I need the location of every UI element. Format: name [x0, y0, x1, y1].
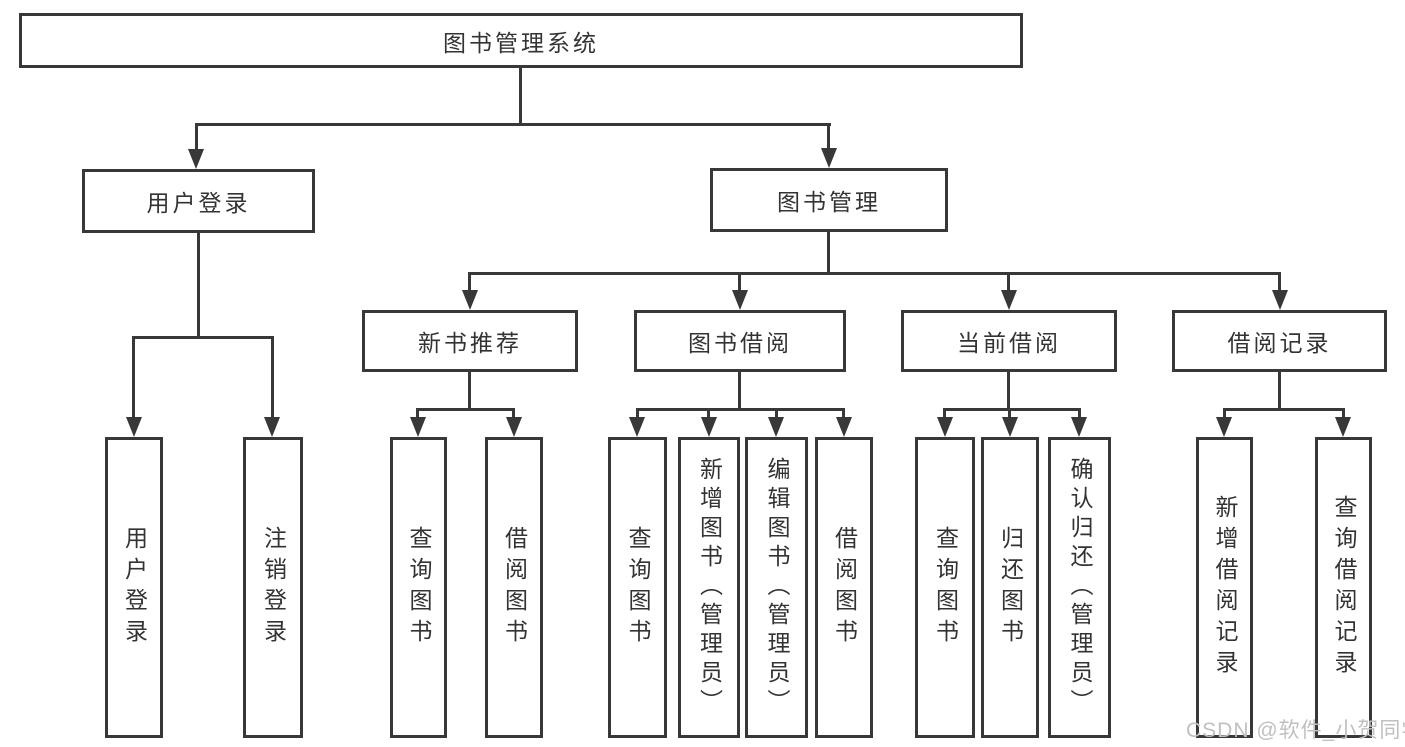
node-book-borrow: 图书借阅	[634, 310, 846, 372]
node-book-management-label: 图书管理	[777, 189, 881, 215]
connector-line	[1342, 408, 1345, 420]
arrow-down-icon	[1071, 417, 1087, 437]
connector-line	[1078, 408, 1081, 420]
arrow-down-icon	[1002, 417, 1018, 437]
node-current-borrow: 当前借阅	[901, 310, 1117, 372]
watermark: CSDN @软件_小贺同学	[1186, 719, 1405, 742]
arrow-down-icon	[1001, 290, 1017, 310]
connector-line	[271, 336, 274, 419]
arrow-down-icon	[264, 417, 280, 437]
node-user-login: 用户登录	[82, 169, 315, 233]
leaf-query-books-1-label: 查询图书	[406, 525, 432, 650]
connector-line	[943, 408, 1081, 411]
node-new-book-recommend: 新书推荐	[362, 310, 578, 372]
connector-line	[1278, 272, 1281, 292]
connector-line	[468, 272, 471, 292]
leaf-add-borrow-record: 新增借阅记录	[1196, 437, 1253, 738]
connector-line	[132, 336, 135, 419]
leaf-return-books: 归还图书	[981, 437, 1039, 738]
leaf-edit-book-admin-label: 编辑图书（管理员）	[764, 457, 790, 718]
connector-line	[827, 230, 830, 274]
leaf-return-books-label: 归还图书	[997, 525, 1024, 650]
node-new-book-recommend-label: 新书推荐	[418, 330, 522, 356]
connector-line	[738, 370, 741, 411]
leaf-query-borrow-record: 查询借阅记录	[1315, 437, 1372, 738]
arrow-down-icon	[1216, 417, 1232, 437]
connector-line	[1223, 408, 1345, 411]
arrow-down-icon	[1272, 290, 1288, 310]
node-current-borrow-label: 当前借阅	[957, 330, 1061, 356]
node-book-management: 图书管理	[710, 168, 948, 232]
arrow-down-icon	[188, 149, 204, 169]
connector-line	[1223, 408, 1226, 420]
connector-line	[707, 408, 710, 420]
connector-line	[519, 66, 522, 126]
connector-line	[943, 408, 946, 420]
leaf-query-books-2: 查询图书	[608, 437, 667, 738]
connector-line	[512, 408, 515, 420]
arrow-down-icon	[1335, 417, 1351, 437]
arrow-down-icon	[629, 417, 645, 437]
connector-line	[827, 123, 830, 151]
connector-line	[738, 272, 741, 292]
connector-line	[636, 408, 639, 420]
arrow-down-icon	[821, 148, 837, 168]
connector-line	[416, 408, 515, 411]
connector-line	[636, 408, 845, 411]
leaf-borrow-books-1-label: 借阅图书	[501, 525, 528, 650]
leaf-query-books-2-label: 查询图书	[625, 525, 651, 650]
connector-line	[775, 408, 778, 420]
leaf-logout-label: 注销登录	[260, 525, 287, 650]
arrow-down-icon	[768, 417, 784, 437]
leaf-confirm-return-admin: 确认归还（管理员）	[1048, 437, 1111, 738]
connector-line	[1007, 370, 1010, 411]
arrow-down-icon	[410, 417, 426, 437]
arrow-down-icon	[836, 417, 852, 437]
arrow-down-icon	[126, 417, 142, 437]
leaf-edit-book-admin: 编辑图书（管理员）	[745, 437, 808, 738]
leaf-add-book-admin: 新增图书（管理员）	[678, 437, 740, 738]
leaf-query-books-3-label: 查询图书	[932, 525, 959, 650]
leaf-borrow-books-2: 借阅图书	[815, 437, 873, 738]
leaf-confirm-return-admin-label: 确认归还（管理员）	[1067, 457, 1093, 718]
leaf-add-book-admin-label: 新增图书（管理员）	[696, 457, 723, 718]
leaf-user-login-label: 用户登录	[121, 525, 148, 650]
leaf-borrow-books-2-label: 借阅图书	[831, 525, 858, 650]
connector-line	[842, 408, 845, 420]
leaf-query-books-1: 查询图书	[390, 437, 447, 738]
connector-line	[1008, 408, 1011, 420]
connector-line	[195, 123, 198, 152]
arrow-down-icon	[462, 290, 478, 310]
connector-line	[416, 408, 419, 420]
leaf-query-books-3: 查询图书	[915, 437, 975, 738]
connector-line	[1007, 272, 1010, 292]
leaf-logout: 注销登录	[243, 437, 303, 738]
connector-line	[197, 231, 200, 338]
node-book-borrow-label: 图书借阅	[688, 330, 792, 356]
node-user-login-label: 用户登录	[146, 190, 251, 216]
node-root: 图书管理系统	[19, 13, 1023, 68]
leaf-borrow-books-1: 借阅图书	[485, 437, 543, 738]
connector-line	[195, 123, 831, 126]
node-root-label: 图书管理系统	[443, 29, 599, 56]
connector-line	[132, 336, 274, 339]
node-borrow-records-label: 借阅记录	[1227, 330, 1332, 356]
connector-line	[468, 272, 1281, 275]
arrow-down-icon	[506, 417, 522, 437]
leaf-add-borrow-record-label: 新增借阅记录	[1212, 494, 1238, 681]
leaf-query-borrow-record-label: 查询借阅记录	[1331, 494, 1357, 681]
arrow-down-icon	[732, 290, 748, 310]
connector-line	[1278, 370, 1281, 411]
leaf-user-login: 用户登录	[105, 437, 163, 738]
connector-line	[468, 370, 471, 411]
arrow-down-icon	[937, 417, 953, 437]
arrow-down-icon	[701, 417, 717, 437]
node-borrow-records: 借阅记录	[1172, 310, 1387, 372]
